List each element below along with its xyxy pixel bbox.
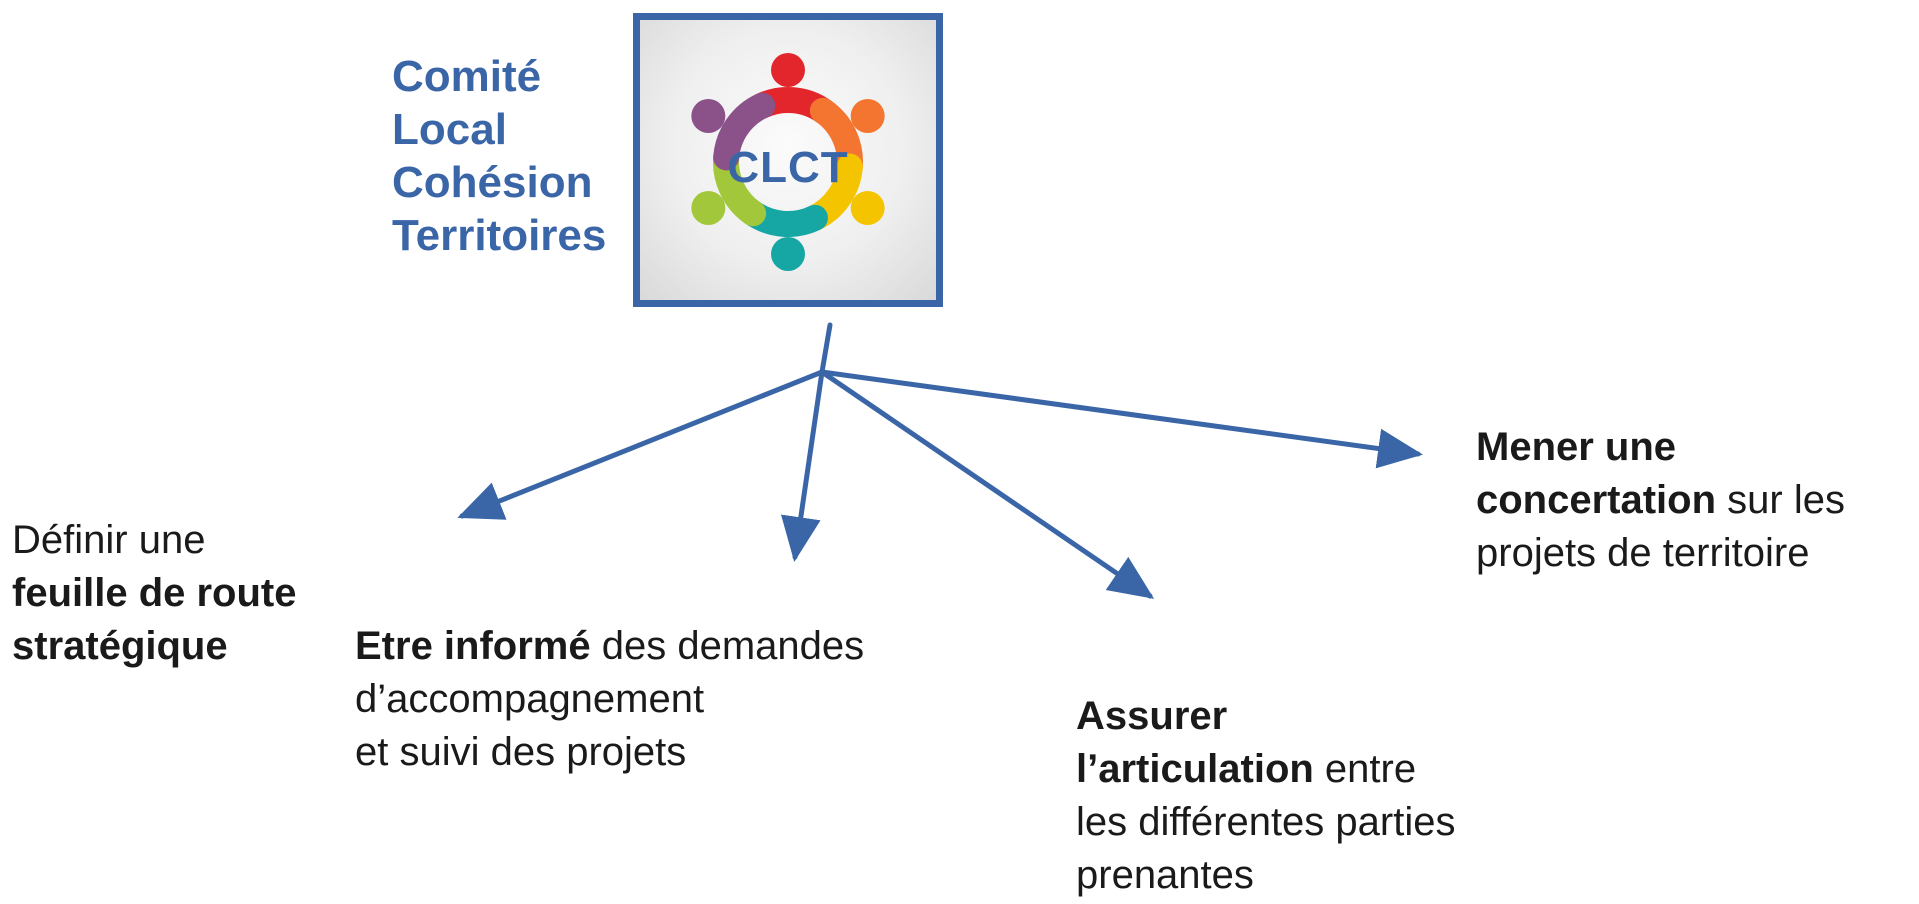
branch-etre-informe-line-2: d’accompagnement <box>355 677 705 721</box>
person-head <box>850 99 885 133</box>
person-head <box>691 191 726 225</box>
branch-feuille-de-route-bold-1: feuille de route <box>12 571 297 615</box>
people-circle-icon <box>691 53 885 271</box>
person-arm <box>713 92 776 171</box>
branch-articulation-line-3: les différentes parties <box>1076 800 1456 844</box>
branch-feuille-de-route-intro: Définir une <box>12 518 206 562</box>
branch-feuille-de-route: Définir une feuille de route stratégique <box>12 514 297 673</box>
person-head <box>691 99 726 133</box>
branch-articulation-rest-2: entre <box>1313 747 1417 791</box>
logo-text: CLCT <box>727 143 849 192</box>
branch-concertation-bold-2: concertation <box>1476 478 1717 522</box>
title-line-3: Cohésion <box>392 158 593 207</box>
person-head <box>771 53 805 87</box>
branch-concertation-bold-1: Mener une <box>1476 425 1677 469</box>
arrow-to-etre-informe <box>780 369 825 562</box>
committee-title: Comité Local Cohésion Territoires <box>392 50 606 262</box>
branch-articulation-bold-1: Assurer <box>1076 694 1228 738</box>
branch-articulation-line-4: prenantes <box>1076 853 1254 897</box>
branch-concertation: Mener une concertation sur les projets d… <box>1476 421 1845 580</box>
branch-feuille-de-route-bold-2: stratégique <box>12 624 228 668</box>
branch-articulation-bold-2: l’articulation <box>1076 747 1314 791</box>
stem-line <box>819 322 833 375</box>
branch-etre-informe-bold: Etre informé <box>355 624 591 668</box>
person-head <box>771 237 805 271</box>
branch-concertation-rest-2: sur les <box>1716 478 1845 522</box>
title-line-1: Comité <box>392 52 542 101</box>
branch-etre-informe: Etre informé des demandes d’accompagneme… <box>355 620 864 779</box>
branch-concertation-line-3: projets de territoire <box>1476 531 1810 575</box>
arrow-to-articulation <box>819 369 1155 599</box>
person-head <box>850 191 885 225</box>
clct-logo: CLCT <box>633 13 943 307</box>
arrow-to-feuille-de-route <box>457 369 825 520</box>
branch-articulation: Assurer l’articulation entre les différe… <box>1076 690 1455 902</box>
branch-etre-informe-rest-1: des demandes <box>590 624 865 668</box>
arrow-to-concertation <box>819 369 1423 469</box>
title-line-2: Local <box>392 105 507 154</box>
branch-etre-informe-line-3: et suivi des projets <box>355 730 687 774</box>
person-purple <box>691 92 776 171</box>
title-line-4: Territoires <box>392 211 607 260</box>
